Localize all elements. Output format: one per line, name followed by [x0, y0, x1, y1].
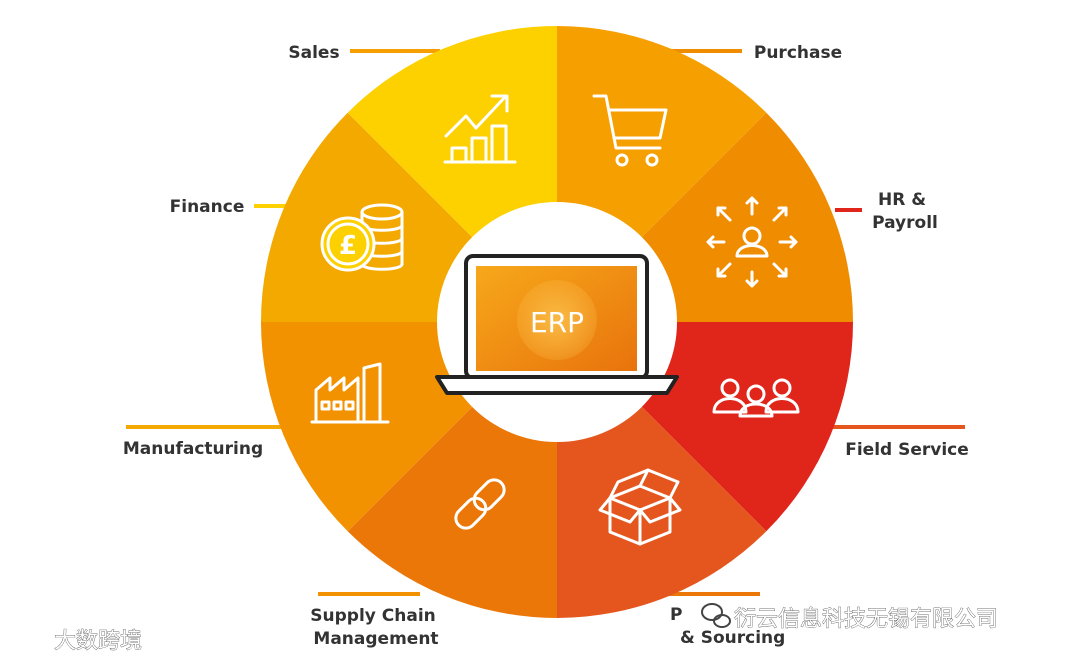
svg-text:£: £: [339, 231, 357, 261]
people-network-icon: [706, 196, 798, 288]
label-supply-chain: Supply Chain Management: [310, 606, 441, 649]
label-hr-payroll: HR & Payroll: [872, 190, 938, 233]
label-purchase: Purchase: [754, 43, 842, 63]
watermark-right-text: 衍云信息科技无锡有限公司: [734, 607, 998, 632]
label-procurement: P & Sourcing: [670, 605, 785, 648]
label-finance: Finance: [170, 197, 245, 217]
box-icon: [598, 468, 682, 546]
watermark-left-text: 大数跨境: [54, 629, 142, 654]
label-field-service: Field Service: [845, 440, 969, 460]
chain-link-icon: [454, 478, 506, 530]
label-sales: Sales: [288, 43, 339, 63]
watermark-right: 衍云信息科技无锡有限公司: [701, 603, 998, 632]
watermark-wechat-icon: [701, 603, 731, 628]
laptop-icon: [435, 254, 679, 395]
pound-coins-icon: £: [320, 203, 404, 272]
shopping-cart-icon: [592, 94, 668, 167]
factory-icon: [310, 362, 390, 424]
watermark-logo-icon: [8, 629, 49, 648]
center-erp-label: ERP: [530, 306, 584, 339]
watermark-left: 大数跨境: [8, 629, 142, 654]
label-manufacturing: Manufacturing: [123, 439, 263, 459]
growth-chart-icon: [443, 94, 517, 164]
team-icon: [712, 378, 800, 418]
